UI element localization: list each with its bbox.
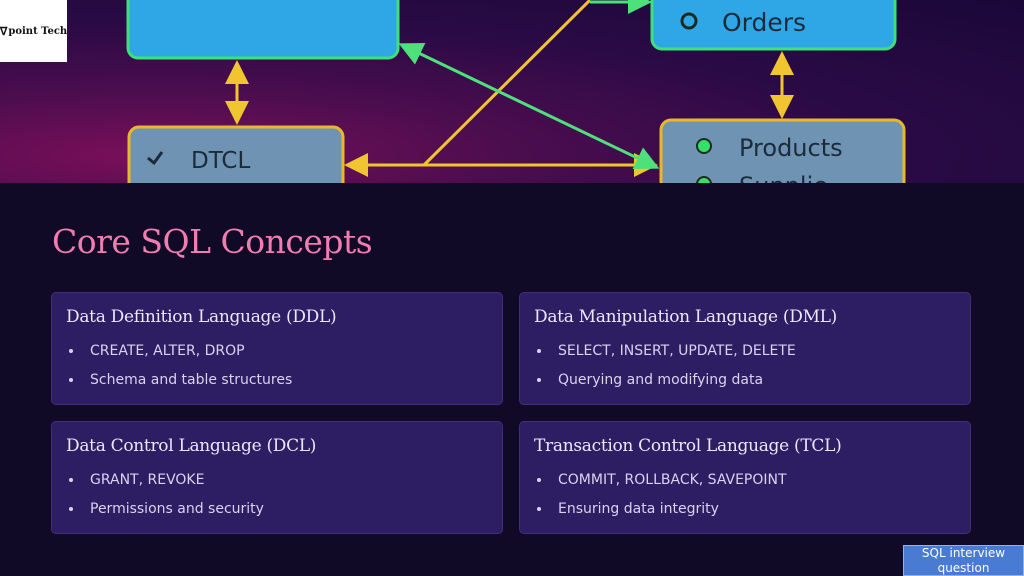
- hero-diagram-image: Orders DTCL Products Supplie ᐁ point Tec…: [0, 0, 1024, 183]
- bullet-item: Permissions and security: [66, 499, 488, 528]
- page-title: Core SQL Concepts: [52, 222, 373, 261]
- bullet-item: Ensuring data integrity: [534, 499, 956, 528]
- bullet-list: CREATE, ALTER, DROP Schema and table str…: [66, 341, 488, 398]
- logo: ᐁ point Tech: [0, 0, 67, 62]
- diagram-box-products: [659, 118, 906, 183]
- badge-line-2: question: [937, 561, 990, 575]
- check-icon: [147, 151, 164, 166]
- diagram-label-products: Products: [739, 134, 843, 162]
- card-title: Data Manipulation Language (DML): [534, 307, 837, 327]
- bullet-item: CREATE, ALTER, DROP: [66, 341, 488, 370]
- bullet-list: SELECT, INSERT, UPDATE, DELETE Querying …: [534, 341, 956, 398]
- orders-dot-icon: [680, 12, 698, 30]
- card-dml: Data Manipulation Language (DML) SELECT,…: [519, 292, 971, 405]
- card-title: Transaction Control Language (TCL): [534, 436, 842, 456]
- products-dot-icon: [696, 138, 712, 154]
- diagram-label-orders: Orders: [722, 8, 806, 37]
- bullet-item: SELECT, INSERT, UPDATE, DELETE: [534, 341, 956, 370]
- logo-text: point Tech: [8, 25, 68, 37]
- bullet-item: GRANT, REVOKE: [66, 470, 488, 499]
- bullet-item: COMMIT, ROLLBACK, SAVEPOINT: [534, 470, 956, 499]
- diagram-label-dtcl: DTCL: [191, 148, 250, 174]
- card-ddl: Data Definition Language (DDL) CREATE, A…: [51, 292, 503, 405]
- diagram-label-suppliers: Supplie: [739, 172, 828, 183]
- diagram-box-orders: [650, 0, 897, 51]
- badge-line-1: SQL interview: [921, 546, 1006, 560]
- sql-interview-question-badge[interactable]: SQL interview question: [903, 545, 1024, 576]
- card-title: Data Control Language (DCL): [66, 436, 317, 456]
- logo-mark-icon: ᐁ: [0, 24, 8, 38]
- card-title: Data Definition Language (DDL): [66, 307, 337, 327]
- database-diagram: Orders DTCL Products Supplie: [126, 0, 906, 183]
- bullet-list: COMMIT, ROLLBACK, SAVEPOINT Ensuring dat…: [534, 470, 956, 527]
- diagram-box-dtcl: [127, 125, 345, 183]
- suppliers-dot-icon: [696, 176, 712, 183]
- card-dcl: Data Control Language (DCL) GRANT, REVOK…: [51, 421, 503, 534]
- arrow-diagonal-to-orders: [422, 0, 592, 167]
- diagram-box-top-left: [126, 0, 400, 60]
- card-tcl: Transaction Control Language (TCL) COMMI…: [519, 421, 971, 534]
- bullet-list: GRANT, REVOKE Permissions and security: [66, 470, 488, 527]
- bullet-item: Schema and table structures: [66, 370, 488, 399]
- arrow-green-products-topleft: [398, 42, 660, 170]
- bullet-item: Querying and modifying data: [534, 370, 956, 399]
